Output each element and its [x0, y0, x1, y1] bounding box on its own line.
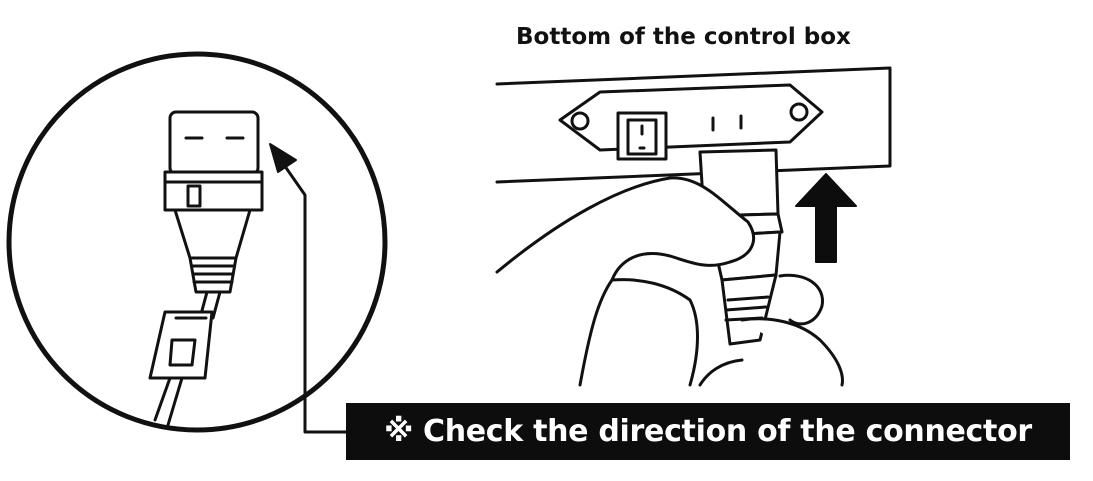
leader-arrow-icon: [269, 143, 297, 173]
leader-line: [280, 160, 348, 434]
up-arrow-icon: [795, 173, 857, 263]
hand-illustration: [495, 176, 844, 387]
power-inlet: [558, 83, 824, 161]
note-banner: ※ Check the direction of the connector: [346, 403, 1070, 460]
connector-plug-detail: [148, 110, 264, 427]
magnifier-circle: [6, 51, 388, 433]
note-mark: ※: [384, 414, 413, 449]
figure-title: Bottom of the control box: [516, 24, 851, 50]
note-text: Check the direction of the connector: [422, 414, 1032, 449]
